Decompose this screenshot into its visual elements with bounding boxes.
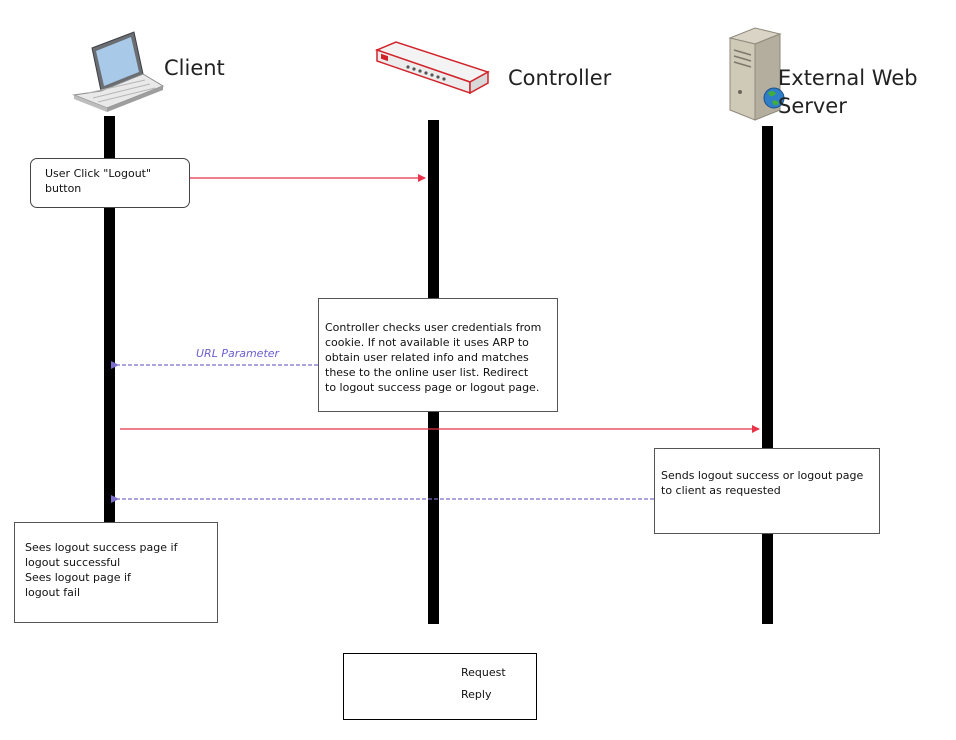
legend-box <box>343 653 537 720</box>
controller-check-note: Controller checks user credentials from … <box>318 298 558 412</box>
laptop-icon <box>72 31 165 112</box>
router-icon <box>374 41 490 95</box>
server-label-line2: Server <box>778 94 847 118</box>
logout-click-note: User Click "Logout" button <box>30 158 190 208</box>
client-label: Client <box>164 56 225 80</box>
server-lifeline <box>762 126 773 624</box>
legend-reply-label: Reply <box>461 688 492 701</box>
client-result-note: Sees logout success page if logout succe… <box>14 522 218 623</box>
controller-label: Controller <box>508 66 612 90</box>
client-lifeline <box>104 116 115 522</box>
url-parameter-label: URL Parameter <box>196 347 280 360</box>
server-send-note: Sends logout success or logout page to c… <box>654 448 880 534</box>
web-server-icon <box>728 27 785 121</box>
server-label-line1: External Web <box>778 66 918 90</box>
legend-request-label: Request <box>461 666 506 679</box>
